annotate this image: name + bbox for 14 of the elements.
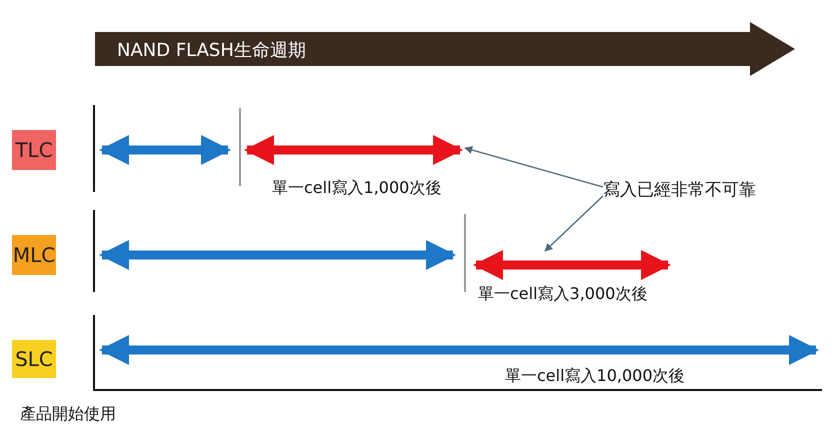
leader-line <box>544 196 604 252</box>
leader-line <box>464 146 604 188</box>
arrow-label: NAND FLASH生命週期 <box>117 39 306 62</box>
write-count-label: 單一cell寫入10,000次後 <box>505 366 685 387</box>
type-tag: MLC <box>12 235 56 275</box>
write-count-label: 單一cell寫入1,000次後 <box>272 178 442 199</box>
write-count-label: 單一cell寫入3,000次後 <box>478 284 648 305</box>
warning-double-arrow <box>473 250 671 280</box>
note-text: 寫入已經非常不可靠 <box>603 178 825 204</box>
lifecycle-arrow <box>95 22 795 76</box>
type-tag: TLC <box>12 130 56 170</box>
type-tag: SLC <box>12 340 56 378</box>
start-label: 產品開始使用 <box>20 404 116 425</box>
warning-double-arrow <box>244 135 463 165</box>
